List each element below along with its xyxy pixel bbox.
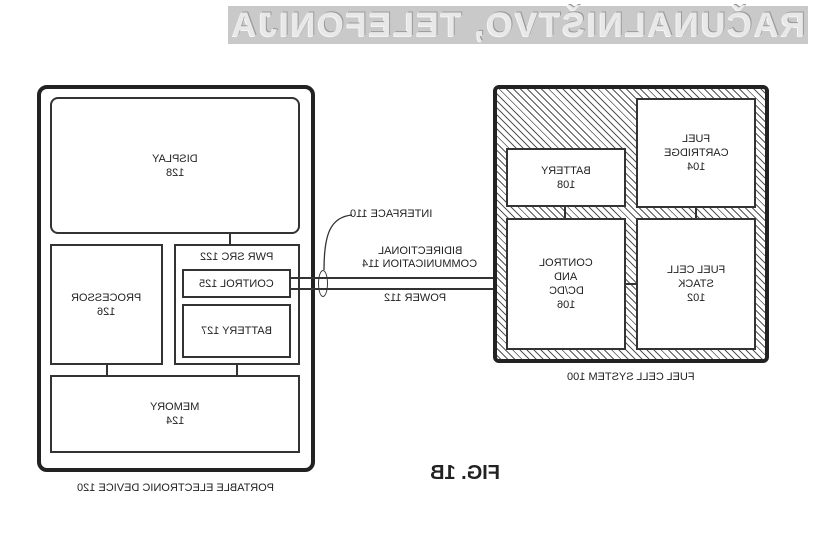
display-name: DISPLAY — [152, 152, 198, 165]
processor-name: PROCESSOR — [71, 291, 142, 304]
control-125-block: CONTROL 125 — [182, 269, 291, 298]
watermark-text: RAČUNALNIŠTVO, TELEFONIJA — [230, 5, 806, 44]
fuel-cell-system-label: FUEL CELL SYSTEM 100 — [567, 371, 695, 383]
figure-label: FIG. 1B — [429, 462, 500, 484]
power-label: POWER 112 — [383, 292, 447, 304]
connector — [695, 207, 697, 219]
power-line — [290, 288, 506, 290]
display-block: DISPLAY 128 — [50, 97, 300, 234]
battery-127-label: BATTERY 127 — [201, 325, 272, 337]
power-source-name: PWR SRC 122 — [200, 251, 274, 263]
interface-leader-line — [323, 214, 353, 271]
memory-name: MEMORY — [150, 401, 200, 413]
connector — [236, 364, 238, 376]
processor-ref: 126 — [97, 305, 116, 318]
fuel-cartridge-block: FUEL CARTRIDGE 104 — [636, 98, 756, 208]
control-dcdc-block: CONTROL AND DC/DC 106 — [506, 218, 626, 350]
connector — [625, 283, 637, 285]
battery-127-block: BATTERY 127 — [182, 304, 291, 358]
communication-label: BIDIRECTIONAL COMMUNICATION 114 — [362, 245, 478, 270]
memory-ref: 124 — [165, 415, 185, 427]
connector — [564, 206, 566, 219]
fuel-cell-stack-block: FUEL CELL STACK 102 — [636, 218, 756, 350]
interface-label: INTERFACE 110 — [350, 208, 433, 220]
battery-108-block: BATTERY 108 — [506, 148, 626, 207]
portable-device-label: PORTABLE ELECTRONIC DEVICE 120 — [77, 482, 275, 494]
display-ref: 128 — [165, 166, 185, 179]
processor-block: PROCESSOR 126 — [50, 244, 163, 365]
communication-line — [290, 277, 506, 279]
memory-block: MEMORY 124 — [50, 375, 300, 453]
interface-ellipse — [318, 270, 328, 297]
control-125-label: CONTROL 125 — [199, 277, 274, 290]
connector — [106, 364, 108, 376]
watermark-banner: RAČUNALNIŠTVO, TELEFONIJA — [228, 6, 808, 44]
connector — [229, 233, 231, 245]
